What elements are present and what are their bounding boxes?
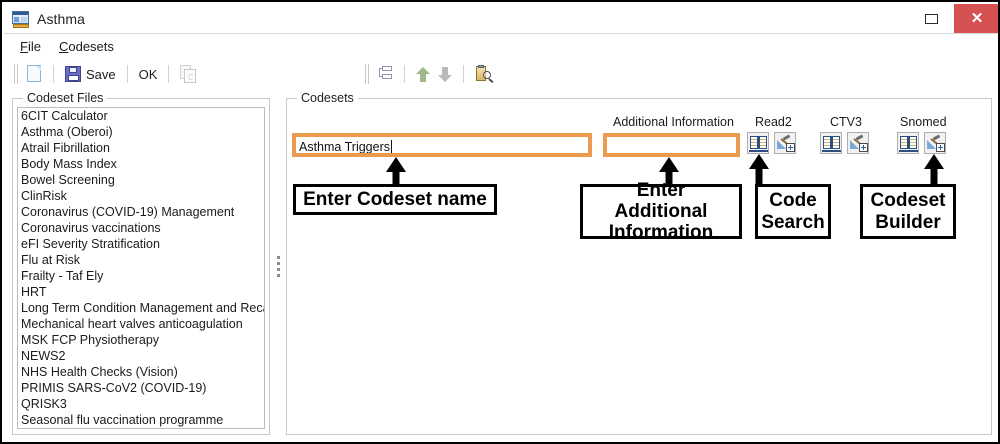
codeset-builder-icon <box>849 134 868 152</box>
panel-splitter[interactable] <box>272 98 284 435</box>
ok-button-label: OK <box>138 66 158 82</box>
snomed-codeset-builder-button[interactable] <box>924 132 946 154</box>
snomed-code-search-button[interactable] <box>897 132 919 154</box>
title-bar: Asthma ✕ <box>4 4 998 34</box>
toolbar-separator <box>168 65 170 83</box>
ctv3-code-search-button[interactable] <box>820 132 842 154</box>
open-book-icon <box>748 136 768 152</box>
tree-list-icon <box>378 66 393 82</box>
list-item[interactable]: 6CIT Calculator <box>21 109 108 123</box>
copy-button[interactable] <box>176 61 201 87</box>
close-icon: ✕ <box>970 10 984 27</box>
list-item[interactable]: MSK FCP Physiotherapy <box>21 333 160 347</box>
ok-button[interactable]: OK <box>135 61 162 87</box>
toolbar: Save OK <box>10 58 994 90</box>
callout-codeset-builder: Codeset Builder <box>860 184 956 239</box>
annotation-arrow-codeset-builder <box>924 154 944 187</box>
read2-label: Read2 <box>755 115 792 129</box>
ctv3-label: CTV3 <box>830 115 862 129</box>
save-button[interactable]: Save <box>61 61 120 87</box>
codeset-builder-icon <box>776 134 795 152</box>
toolbar-separator <box>53 65 54 83</box>
toolbar-separator <box>126 65 128 83</box>
new-codeset-button[interactable] <box>23 61 46 87</box>
codeset-files-group-title: Codeset Files <box>23 91 108 105</box>
arrow-up-icon <box>416 66 431 82</box>
codeset-name-value: Asthma Triggers <box>299 140 391 153</box>
arrow-down-icon <box>438 66 453 82</box>
application-icon <box>12 10 30 28</box>
list-view-button[interactable] <box>374 61 397 87</box>
additional-information-label: Additional Information <box>613 115 734 129</box>
move-up-button[interactable] <box>412 61 434 87</box>
codeset-name-input[interactable]: Asthma Triggers <box>296 137 588 153</box>
ctv3-codeset-builder-button[interactable] <box>847 132 869 154</box>
list-item[interactable]: Bowel Screening <box>21 173 115 187</box>
list-item[interactable]: ClinRisk <box>21 189 67 203</box>
list-item[interactable]: Flu at Risk <box>21 253 81 267</box>
list-item[interactable]: Shingles uptake <box>18 428 264 429</box>
codeset-builder-icon <box>926 134 945 152</box>
list-item[interactable]: NEWS2 <box>21 349 66 363</box>
save-button-label: Save <box>86 66 116 82</box>
list-item[interactable]: NHS Health Checks (Vision) <box>21 365 178 379</box>
list-item[interactable]: Coronavirus (COVID-19) Management <box>21 205 235 219</box>
list-item[interactable]: Body Mass Index <box>21 157 117 171</box>
clipboard-search-icon <box>475 65 494 83</box>
list-item[interactable]: Long Term Condition Management and Recal… <box>21 301 265 315</box>
list-item[interactable]: PRIMIS SARS-CoV2 (COVID-19) <box>21 381 207 395</box>
list-item[interactable]: Atrail Fibrillation <box>21 141 110 155</box>
read2-code-search-button[interactable] <box>747 132 769 154</box>
menu-item-codesets[interactable]: Codesets <box>58 38 114 54</box>
splitter-grip-icon <box>276 256 280 277</box>
open-book-icon <box>821 136 841 152</box>
menu-item-file[interactable]: File <box>20 38 41 54</box>
open-book-icon <box>898 136 918 152</box>
copy-icon <box>180 65 197 83</box>
restore-icon <box>924 13 938 24</box>
window-controls: ✕ <box>908 4 998 33</box>
codesets-group-title: Codesets <box>297 91 358 105</box>
find-button[interactable] <box>471 61 497 87</box>
list-item[interactable]: Mechanical heart valves anticoagulation <box>21 317 243 331</box>
toolbar-grip[interactable] <box>13 64 20 84</box>
close-button[interactable]: ✕ <box>954 4 998 33</box>
menu-item-codesets-label: odesets <box>68 38 114 54</box>
list-item[interactable]: Coronavirus vaccinations <box>21 221 161 235</box>
additional-information-input[interactable] <box>607 137 736 153</box>
list-item[interactable]: QRISK3 <box>21 397 67 411</box>
toolbar-separator <box>404 65 406 83</box>
list-item[interactable]: Frailty - Taf Ely <box>21 269 104 283</box>
list-item[interactable]: Seasonal flu vaccination programme <box>21 413 224 427</box>
read2-codeset-builder-button[interactable] <box>774 132 796 154</box>
callout-codeset-name: Enter Codeset name <box>293 184 497 215</box>
toolbar-grip-secondary[interactable] <box>364 64 371 84</box>
annotation-arrow-code-search <box>749 154 769 187</box>
snomed-label: Snomed <box>900 115 947 129</box>
menu-bar: File Codesets <box>12 35 992 57</box>
annotation-arrow-additional-information <box>659 157 679 187</box>
text-caret <box>391 140 393 153</box>
list-item[interactable]: HRT <box>21 285 47 299</box>
menu-item-file-label: ile <box>27 38 41 54</box>
annotation-arrow-codeset-name <box>386 157 406 187</box>
list-item[interactable]: Asthma (Oberoi) <box>21 125 113 139</box>
callout-code-search: Code Search <box>755 184 831 239</box>
window-title: Asthma <box>37 10 86 27</box>
toolbar-separator <box>463 65 465 83</box>
list-item[interactable]: eFI Severity Stratification <box>21 237 160 251</box>
restore-button[interactable] <box>908 4 954 33</box>
callout-additional-information: Enter Additional Information <box>580 180 742 243</box>
new-document-icon <box>27 65 42 83</box>
save-icon <box>65 65 82 83</box>
move-down-button[interactable] <box>434 61 456 87</box>
